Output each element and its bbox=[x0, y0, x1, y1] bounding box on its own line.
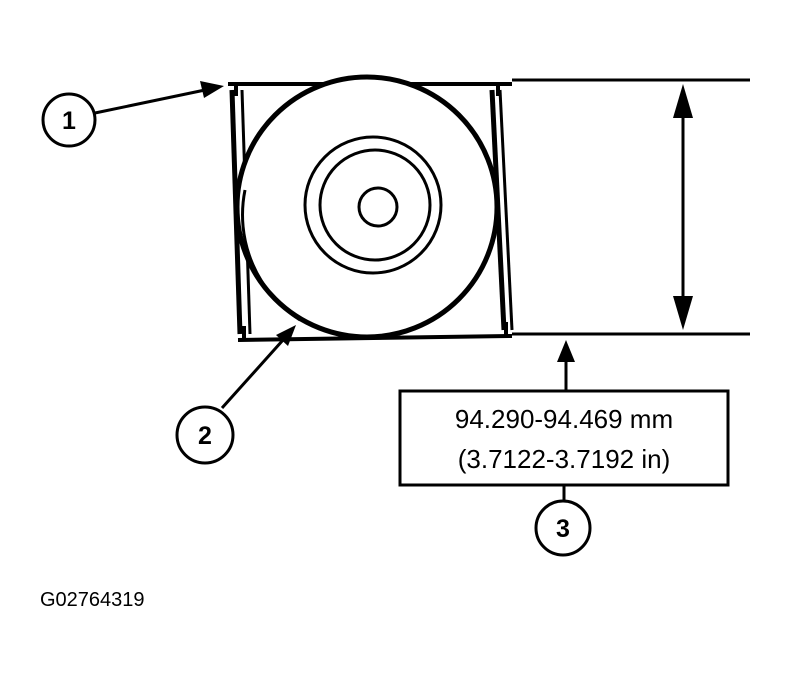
figure-id: G02764319 bbox=[40, 589, 145, 611]
callout-3-label: 3 bbox=[556, 515, 570, 543]
inner-race-edge bbox=[318, 148, 432, 262]
callout-1-arrowhead bbox=[200, 81, 224, 98]
hub-bore bbox=[357, 186, 399, 228]
dimension-extension-lines bbox=[512, 78, 750, 336]
spec-imperial: (3.7122-3.7192 in) bbox=[458, 444, 670, 474]
callout-2-label: 2 bbox=[198, 422, 212, 450]
bearing-wheel bbox=[234, 74, 500, 340]
specification-box: 94.290-94.469 mm (3.7122-3.7192 in) bbox=[398, 389, 730, 487]
callout-2: 2 bbox=[175, 325, 296, 465]
spec-pointer-arrow bbox=[557, 340, 575, 390]
dimension-arrow bbox=[673, 84, 693, 330]
callout-1: 1 bbox=[41, 81, 224, 148]
callout-2-arrowhead bbox=[276, 325, 296, 346]
callout-3: 3 bbox=[534, 485, 592, 557]
callout-1-label: 1 bbox=[62, 107, 76, 135]
spec-metric: 94.290-94.469 mm bbox=[455, 404, 673, 434]
